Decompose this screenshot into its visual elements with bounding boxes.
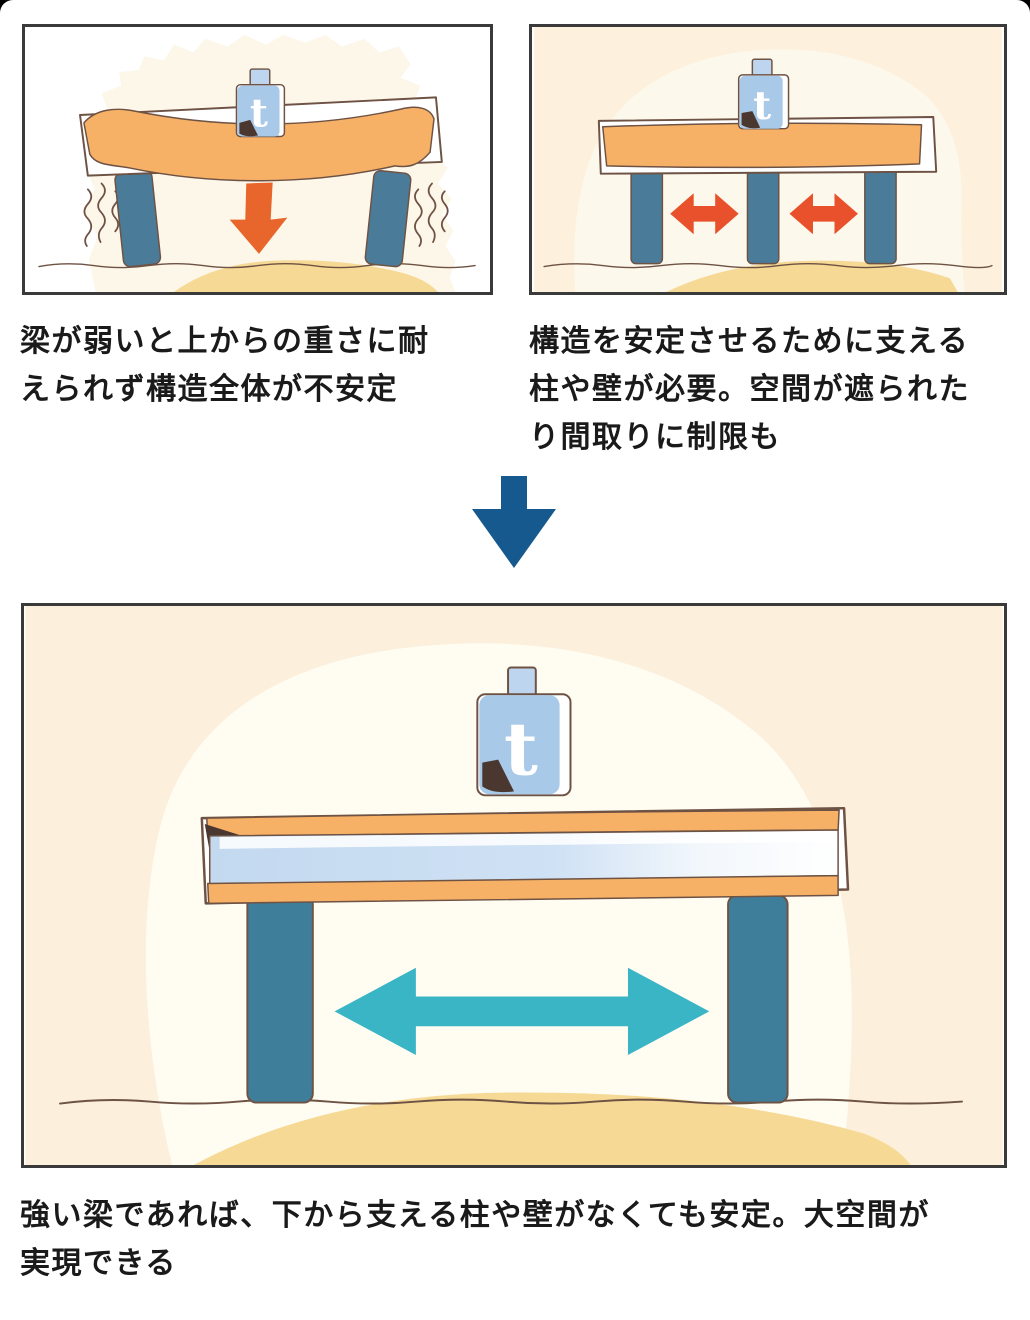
- straight-beam: [602, 122, 923, 169]
- ground-mound: [193, 1092, 911, 1165]
- caption-line: 構造を安定させるために支える: [529, 325, 970, 358]
- column-right: [727, 894, 789, 1104]
- beam-bottom-flange: [206, 874, 839, 905]
- caption-line: り間取りに制限も: [529, 421, 781, 454]
- block-letter: t: [250, 91, 268, 137]
- caption-line: 柱や壁が必要。空間が遮られた: [529, 373, 970, 406]
- caption-braced-structure: 構造を安定させるために支える 柱や壁が必要。空間が遮られた り間取りに制限も: [529, 318, 1024, 462]
- lateral-force-arrow-right: [789, 193, 858, 235]
- braced-structure-illustration: t: [534, 27, 1002, 292]
- ground-mound: [666, 260, 958, 292]
- ground-mound: [173, 260, 438, 292]
- down-force-arrow: [229, 182, 288, 254]
- column-left: [630, 165, 664, 265]
- caption-weak-beam: 梁が弱いと上からの重さに耐 えられず構造全体が不安定: [20, 318, 510, 414]
- lateral-force-arrow-left: [670, 193, 739, 235]
- background-blob: [145, 643, 852, 1165]
- steel-core-highlight: [219, 830, 837, 849]
- weight-block: t: [476, 666, 572, 797]
- column-right: [864, 165, 897, 265]
- caption-line: えられず構造全体が不安定: [20, 373, 398, 406]
- weight-block: t: [235, 68, 286, 138]
- column-center: [746, 165, 780, 265]
- ground-line: [59, 1098, 963, 1105]
- caption-line: 強い梁であれば、下から支える柱や壁がなくても安定。大空間が: [20, 1199, 930, 1232]
- transition-down-arrow: [472, 476, 556, 568]
- weight-block: t: [737, 58, 790, 130]
- sagging-beam: [83, 106, 435, 182]
- panel-weak-beam: t: [22, 24, 493, 295]
- strong-beam-illustration: t: [25, 606, 1003, 1165]
- block-letter: t: [504, 706, 538, 792]
- caption-strong-beam: 強い梁であれば、下から支える柱や壁がなくても安定。大空間が 実現できる: [20, 1192, 1020, 1288]
- vibration-lines-right: [414, 182, 449, 247]
- column-left: [246, 894, 314, 1104]
- caption-line: 梁が弱いと上からの重さに耐: [20, 325, 430, 358]
- block-letter: t: [753, 83, 771, 129]
- weak-beam-illustration: t: [27, 27, 488, 292]
- rounded-corner-artifact: [0, 0, 13, 13]
- ground-line: [543, 262, 993, 269]
- rounded-corner-artifact: [1017, 0, 1030, 13]
- open-space-arrow: [334, 967, 710, 1055]
- caption-line: 実現できる: [20, 1247, 177, 1280]
- ground-line: [38, 262, 476, 269]
- strong-composite-beam: [200, 806, 850, 905]
- panel-strong-beam: t: [21, 603, 1007, 1168]
- column-right: [364, 169, 412, 268]
- panel-braced-structure: t: [529, 24, 1007, 295]
